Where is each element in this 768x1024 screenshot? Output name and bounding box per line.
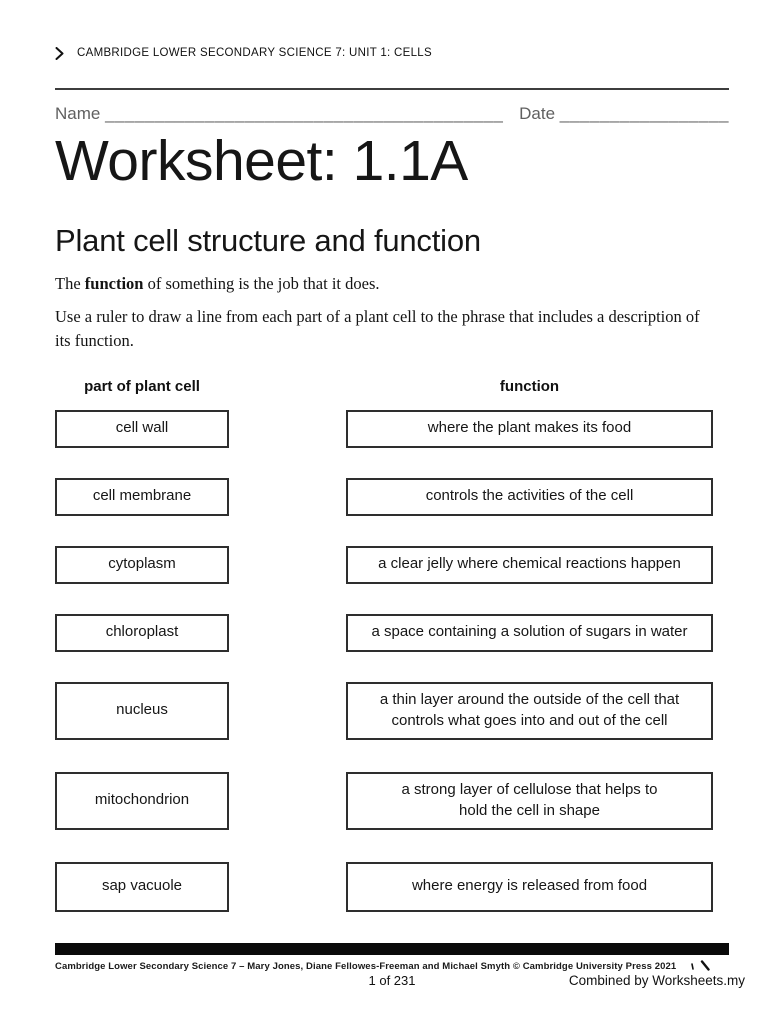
function-box-2: controls the activities of the cell [346,477,713,516]
date-label: Date [519,104,556,123]
combined-by-label: Combined by Worksheets.my [568,973,745,988]
match-row-3: cytoplasm a clear jelly where chemical r… [55,545,713,584]
match-row-1: cell wall where the plant makes its food [55,409,713,448]
section-heading: Plant cell structure and function [55,222,481,258]
document-header: CAMBRIDGE LOWER SECONDARY SCIENCE 7: UNI… [55,46,729,60]
part-box-nucleus: nucleus [55,681,229,740]
footer-line2: 1 of 231 Combined by Worksheets.my [55,960,745,991]
match-row-7: sap vacuole where energy is released fro… [55,861,713,912]
match-row-5: nucleus a thin layer around the outside … [55,681,713,740]
part-box-sap-vacuole: sap vacuole [55,861,229,912]
function-box-3: a clear jelly where chemical reactions h… [346,545,713,584]
part-box-cell-wall: cell wall [55,409,229,448]
header-rule [55,88,729,90]
chevron-right-icon [55,46,64,60]
match-row-6: mitochondrion a strong layer of cellulos… [55,771,713,830]
intro-prefix: The [55,273,85,293]
date-field: Date _________________ [519,104,729,124]
part-box-cell-membrane: cell membrane [55,477,229,516]
match-row-2: cell membrane controls the activities of… [55,477,713,516]
column-header-function: function [499,377,560,395]
intro-suffix: of something is the job that it does. [143,273,380,293]
function-box-4: a space containing a solution of sugars … [346,613,713,652]
function-box-5: a thin layer around the outside of the c… [346,681,713,740]
pen-mark-icon [689,960,711,978]
name-blank-line: ________________________________________ [105,104,504,123]
function-box-6: a strong layer of cellulose that helps t… [346,771,713,830]
column-header-part: part of plant cell [84,377,200,395]
footer-bar [55,943,729,955]
course-title: CAMBRIDGE LOWER SECONDARY SCIENCE 7: UNI… [77,47,432,59]
name-label: Name [55,104,101,123]
matching-exercise: cell wall where the plant makes its food… [55,409,713,912]
match-row-4: chloroplast a space containing a solutio… [55,613,713,652]
page-indicator: 1 of 231 [368,973,416,988]
part-box-chloroplast: chloroplast [55,613,229,652]
part-box-mitochondrion: mitochondrion [55,771,229,830]
function-box-1: where the plant makes its food [346,409,713,448]
name-date-row: Name ___________________________________… [55,104,729,124]
intro-bold-term: function [84,273,144,293]
page-footer: Cambridge Lower Secondary Science 7 – Ma… [55,943,745,991]
date-blank-line: _________________ [559,104,729,123]
copyright-credit: Cambridge Lower Secondary Science 7 – Ma… [55,961,677,972]
worksheet-title: Worksheet: 1.1A [55,129,468,193]
column-headers: part of plant cell function [55,378,713,395]
intro-paragraph: The function of something is the job tha… [55,272,729,296]
function-box-6-text: a strong layer of cellulose that helps t… [401,780,658,819]
function-box-7: where energy is released from food [346,861,713,912]
part-box-cytoplasm: cytoplasm [55,545,229,584]
name-field: Name ___________________________________… [55,104,503,124]
instructions-paragraph: Use a ruler to draw a line from each par… [55,306,700,350]
